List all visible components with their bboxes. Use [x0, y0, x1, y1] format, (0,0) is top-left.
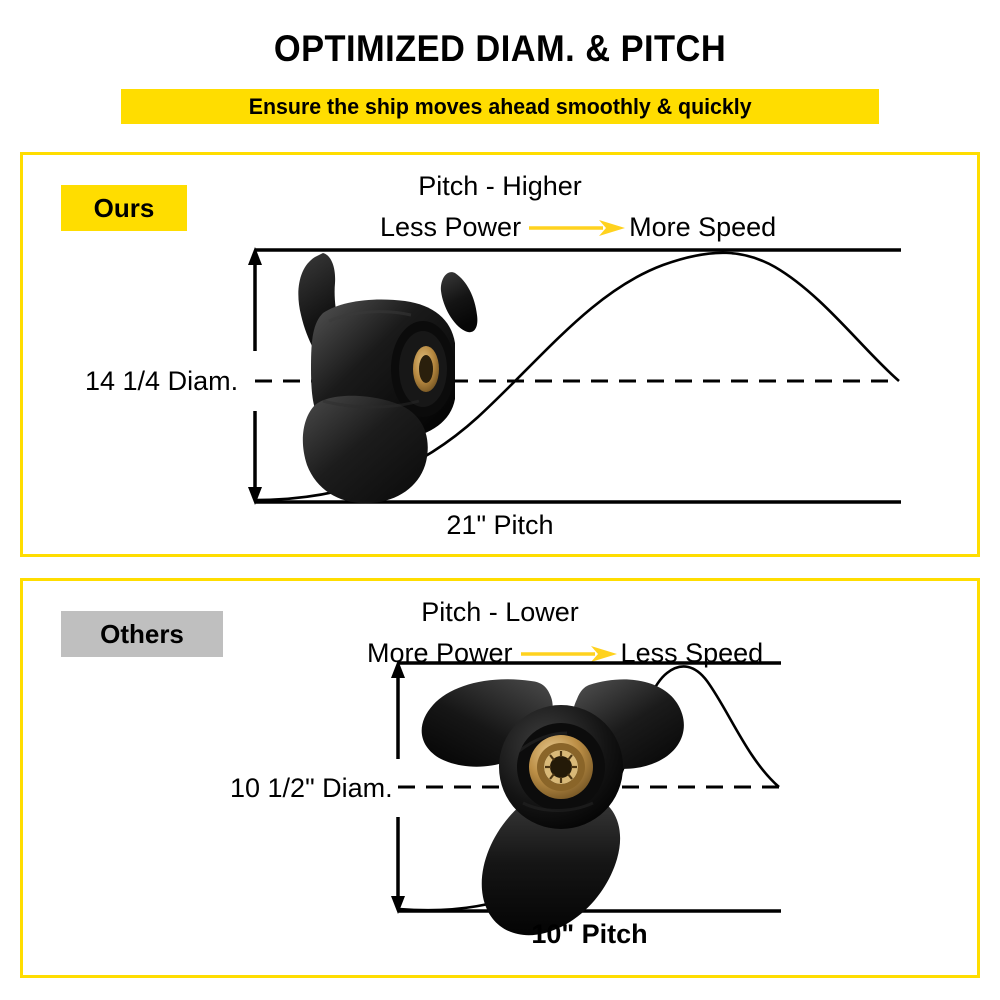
speed-label-ours: More Speed — [629, 212, 777, 242]
pitch-heading-ours: Pitch - Higher — [418, 171, 582, 201]
arrow-right-icon — [520, 645, 617, 662]
diameter-label-others: 10 1/2" Diam. — [228, 773, 395, 804]
badge-ours: Ours — [61, 185, 187, 231]
propeller-image-ours — [298, 253, 478, 504]
subtitle-text: Ensure the ship moves ahead smoothly & q… — [248, 93, 752, 119]
pitch-label-others: 10" Pitch — [531, 919, 648, 949]
power-label-ours: Less Power — [380, 212, 522, 242]
subtitle-banner: Ensure the ship moves ahead smoothly & q… — [121, 89, 879, 124]
diameter-dimension-arrow — [248, 247, 262, 505]
comparison-panel-ours: Ours Pitch - Higher Less Power More Spee… — [20, 152, 980, 557]
badge-others: Others — [61, 611, 223, 657]
badge-others-label: Others — [100, 618, 184, 649]
badge-ours-label: Ours — [93, 192, 155, 223]
pitch-heading-others: Pitch - Lower — [421, 597, 579, 627]
diameter-dimension-arrow — [391, 660, 405, 914]
diagram-others — [391, 660, 781, 936]
pitch-label-ours: 21" Pitch — [446, 510, 554, 540]
page-title: OPTIMIZED DIAM. & PITCH — [273, 28, 727, 69]
diagram-ours — [248, 247, 901, 505]
arrow-right-icon — [529, 219, 626, 236]
comparison-panel-others: Others Pitch - Lower More Power Less Spe… — [20, 578, 980, 978]
power-speed-row-ours: Less Power More Speed — [380, 212, 776, 243]
propeller-image-others — [421, 679, 684, 936]
diameter-label-ours: 14 1/4 Diam. — [83, 366, 241, 397]
